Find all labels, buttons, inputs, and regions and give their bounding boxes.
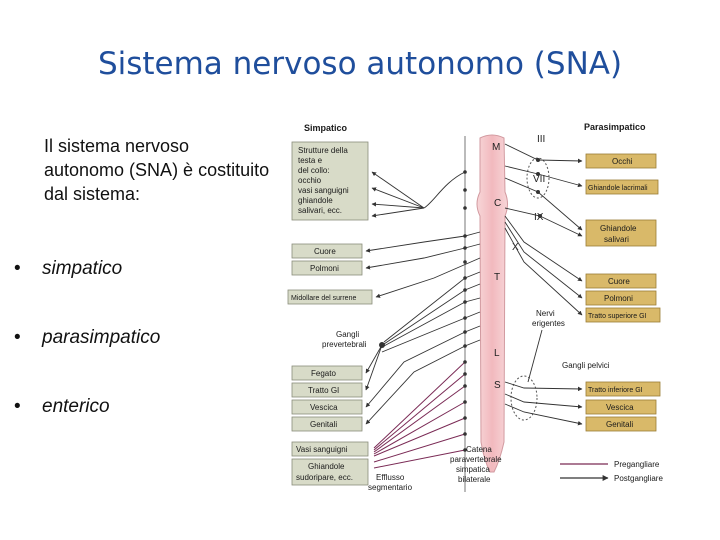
cranial-ganglia-circle xyxy=(526,157,550,199)
cord-label-s: S xyxy=(494,380,501,391)
svg-text:Gangli: Gangli xyxy=(336,330,359,339)
bullet-item: • simpatico xyxy=(14,258,264,327)
legend: Pregangliare Postgangliare xyxy=(560,460,663,483)
svg-text:salivari, ecc.: salivari, ecc. xyxy=(298,206,342,215)
svg-text:Vescica: Vescica xyxy=(310,403,338,412)
box-lacrimali: Ghiandole lacrimali xyxy=(585,179,659,195)
legend-pre-label: Pregangliare xyxy=(614,460,660,469)
box-polmoni-right: Polmoni xyxy=(585,290,657,306)
svg-text:Efflusso: Efflusso xyxy=(376,473,405,482)
box-occhi: Occhi xyxy=(585,153,657,169)
spinal-cord xyxy=(476,134,508,473)
svg-text:Polmoni: Polmoni xyxy=(604,294,633,303)
svg-text:Ghiandole: Ghiandole xyxy=(308,462,345,471)
svg-text:Vescica: Vescica xyxy=(606,403,634,412)
svg-text:simpatica: simpatica xyxy=(456,465,490,474)
annotation-gangli-pelvici: Gangli pelvici xyxy=(562,361,610,370)
parasympathetic-nerves xyxy=(504,143,583,426)
box-genitali-right: Genitali xyxy=(585,416,657,432)
box-fegato: Fegato xyxy=(291,365,363,381)
bullet-label: enterico xyxy=(42,396,110,417)
svg-text:Catena: Catena xyxy=(466,445,492,454)
bullet-item: • enterico xyxy=(14,396,264,465)
legend-post-label: Postgangliare xyxy=(614,474,663,483)
chain-ganglia xyxy=(463,170,467,452)
svg-text:occhio: occhio xyxy=(298,176,322,185)
box-vescica-left: Vescica xyxy=(291,399,363,415)
svg-text:paravertebrale: paravertebrale xyxy=(450,455,502,464)
svg-text:Polmoni: Polmoni xyxy=(310,264,339,273)
parasimpatico-header: Parasimpatico xyxy=(584,122,646,132)
cord-label-t: T xyxy=(494,272,500,283)
svg-text:Ghiandole: Ghiandole xyxy=(600,224,637,233)
box-vasi: Vasi sanguigni xyxy=(291,441,369,457)
svg-text:Midollare del surrene: Midollare del surrene xyxy=(291,295,356,302)
svg-text:sudoripare, ecc.: sudoripare, ecc. xyxy=(296,473,353,482)
annotation-efflusso: Efflusso segmentario xyxy=(368,473,413,492)
cord-label-l: L xyxy=(494,348,500,359)
svg-text:Tratto GI: Tratto GI xyxy=(308,386,339,395)
autonomic-nervous-system-diagram: Simpatico Parasimpatico M III VII C IX X… xyxy=(287,122,663,492)
box-salivari: Ghiandole salivari xyxy=(585,219,657,247)
svg-text:erigentes: erigentes xyxy=(532,319,565,328)
pelvic-ganglia-circle xyxy=(510,375,538,421)
svg-text:Vasi sanguigni: Vasi sanguigni xyxy=(296,445,348,454)
bullet-item: • parasimpatico xyxy=(14,327,264,396)
bullet-icon: • xyxy=(14,396,21,417)
box-strutture: Strutture della testa e del collo: occhi… xyxy=(291,141,369,221)
box-cuore-left: Cuore xyxy=(291,243,363,259)
slide-title: Sistema nervoso autonomo (SNA) xyxy=(97,46,623,82)
box-tratto-sup: Tratto superiore GI xyxy=(585,307,661,323)
cord-label-c: C xyxy=(494,198,501,209)
svg-text:Genitali: Genitali xyxy=(310,420,337,429)
svg-text:Cuore: Cuore xyxy=(608,277,630,286)
svg-text:Fegato: Fegato xyxy=(311,369,336,378)
annotation-nervi: Nervi erigentes xyxy=(527,309,565,383)
bullet-label: simpatico xyxy=(42,258,123,279)
svg-text:Genitali: Genitali xyxy=(606,420,633,429)
box-ghiandole-sudoripare: Ghiandole sudoripare, ecc. xyxy=(291,458,369,486)
annotation-catena: Catena paravertebrale simpatica bilatera… xyxy=(450,445,502,484)
bullet-icon: • xyxy=(14,258,21,279)
cord-label-vii: VII xyxy=(533,174,545,185)
box-polmoni-left: Polmoni xyxy=(291,260,363,276)
svg-text:del collo:: del collo: xyxy=(298,166,330,175)
intro-text: Il sistema nervoso autonomo (SNA) è cost… xyxy=(44,136,270,204)
box-vescica-right: Vescica xyxy=(585,399,657,415)
svg-text:bilaterale: bilaterale xyxy=(458,475,491,484)
bullet-label: parasimpatico xyxy=(42,327,161,348)
svg-text:segmentario: segmentario xyxy=(368,483,413,492)
box-midollare: Midollare del surrene xyxy=(287,289,373,305)
svg-text:prevertebrali: prevertebrali xyxy=(322,340,367,349)
box-tratto-gi-left: Tratto GI xyxy=(291,382,363,398)
bullet-list: • simpatico • parasimpatico • enterico xyxy=(14,258,264,465)
svg-text:Strutture della: Strutture della xyxy=(298,146,348,155)
svg-text:testa e: testa e xyxy=(298,156,323,165)
box-tratto-inf: Tratto inferiore GI xyxy=(585,381,661,397)
label-gangli: Gangli prevertebrali xyxy=(322,330,367,349)
svg-text:Tratto superiore GI: Tratto superiore GI xyxy=(588,313,647,320)
cord-label-iii: III xyxy=(537,134,545,145)
box-genitali-left: Genitali xyxy=(291,416,363,432)
svg-text:Nervi: Nervi xyxy=(536,309,555,318)
svg-text:vasi sanguigni: vasi sanguigni xyxy=(298,186,349,195)
box-cuore-right: Cuore xyxy=(585,273,657,289)
svg-text:Occhi: Occhi xyxy=(612,157,633,166)
cord-label-m: M xyxy=(492,142,500,153)
simpatico-header: Simpatico xyxy=(304,123,348,133)
svg-text:salivari: salivari xyxy=(604,235,629,244)
svg-text:Cuore: Cuore xyxy=(314,247,336,256)
sympathetic-nerves xyxy=(365,171,481,469)
svg-text:ghiandole: ghiandole xyxy=(298,196,333,205)
svg-text:Ghiandole lacrimali: Ghiandole lacrimali xyxy=(588,185,648,192)
svg-text:Tratto inferiore GI: Tratto inferiore GI xyxy=(588,387,643,394)
bullet-icon: • xyxy=(14,327,21,348)
